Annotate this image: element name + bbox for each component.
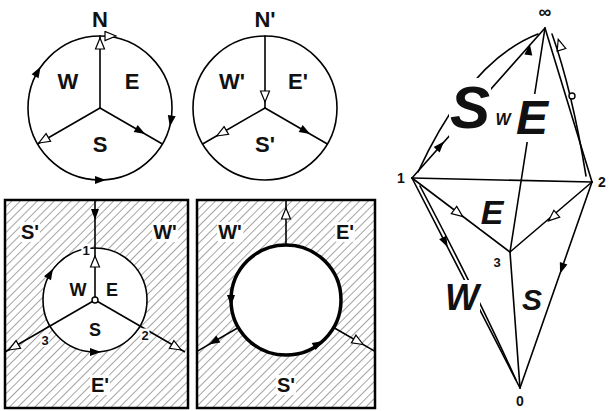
vertex-number: 3 — [40, 334, 49, 347]
region-label: E' — [287, 71, 309, 93]
region-label: S' — [254, 134, 276, 156]
vertex-number: 0 — [515, 394, 525, 408]
region-label: S — [88, 321, 102, 339]
face-letter: S — [521, 285, 543, 315]
region-label: E — [124, 71, 141, 93]
region-label: W' — [152, 222, 178, 242]
face-letter: S — [449, 78, 491, 138]
region-label: E' — [335, 222, 355, 242]
region-label: N — [91, 9, 109, 31]
region-label: ∞ — [538, 3, 553, 21]
vertex-number: 2 — [140, 329, 149, 342]
region-label: E' — [90, 375, 110, 395]
region-label: W — [69, 281, 88, 299]
sphere-circle — [193, 36, 337, 180]
region-label: W — [494, 112, 511, 128]
face-letter: E — [480, 195, 505, 229]
region-label: S' — [276, 375, 296, 395]
sphere-circle — [28, 36, 172, 180]
region-label: W' — [218, 71, 246, 93]
region-label: W' — [217, 222, 243, 242]
vertex-number: 1 — [81, 244, 90, 257]
vertex-number: 1 — [396, 171, 406, 185]
vertex-number: 2 — [597, 175, 607, 189]
region-label: W — [57, 71, 80, 93]
region-label: S — [92, 134, 109, 156]
vertex-number: 3 — [492, 256, 501, 269]
region-label: N' — [253, 9, 276, 31]
face-letter: E — [515, 94, 549, 142]
region-label: S' — [20, 222, 40, 242]
face-letter: W — [444, 280, 480, 316]
region-label: E — [105, 281, 119, 299]
